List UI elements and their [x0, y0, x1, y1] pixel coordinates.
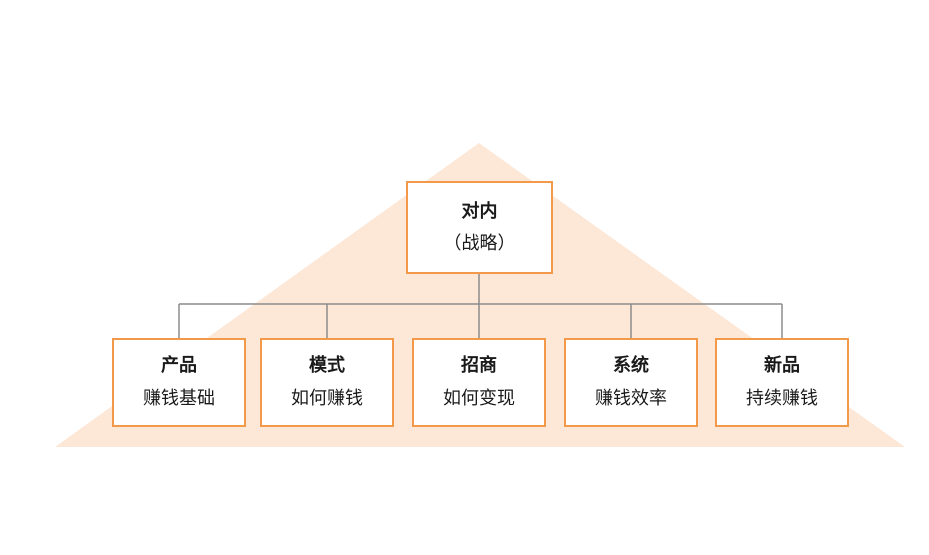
root-node-subtitle: （战略）: [443, 232, 516, 254]
child-node-subtitle: 持续赚钱: [746, 388, 818, 409]
child-node-title: 模式: [309, 355, 345, 376]
child-node-subtitle: 赚钱基础: [143, 388, 215, 409]
child-node-model: 模式 如何赚钱: [260, 338, 394, 427]
child-node-title: 系统: [613, 355, 649, 376]
child-node-title: 产品: [161, 355, 197, 376]
root-node-title: 对内: [461, 200, 498, 222]
child-node-title: 新品: [764, 355, 800, 376]
root-node: 对内 （战略）: [406, 181, 553, 274]
connector-lines: [178, 274, 783, 338]
child-node-subtitle: 如何赚钱: [291, 388, 363, 409]
child-node-new-product: 新品 持续赚钱: [715, 338, 849, 427]
child-node-product: 产品 赚钱基础: [112, 338, 246, 427]
child-node-subtitle: 如何变现: [443, 388, 515, 409]
child-node-investment: 招商 如何变现: [412, 338, 546, 427]
child-node-title: 招商: [461, 355, 497, 376]
child-node-subtitle: 赚钱效率: [595, 388, 667, 409]
child-node-system: 系统 赚钱效率: [564, 338, 698, 427]
